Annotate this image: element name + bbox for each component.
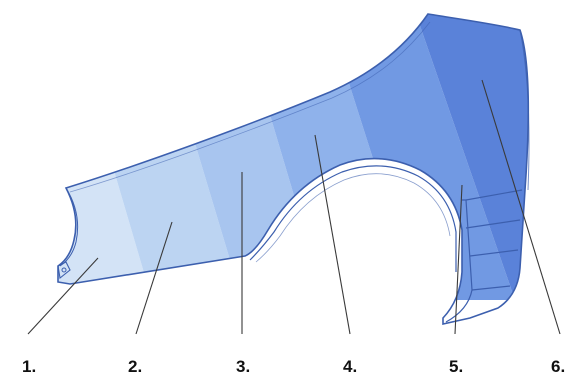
wheel-arch-lip-inner bbox=[255, 173, 451, 263]
callout-leaders bbox=[27, 79, 561, 335]
rear-flange-panel bbox=[445, 199, 473, 323]
callout-label-2: 2. bbox=[128, 357, 142, 376]
mount-hole bbox=[61, 267, 67, 273]
callout-label-1: 1. bbox=[22, 357, 36, 376]
fender-segment-6 bbox=[418, 14, 529, 324]
callout-label-5: 5. bbox=[449, 357, 463, 376]
fender-segment-5 bbox=[340, 20, 515, 300]
callout-label-3: 3. bbox=[236, 357, 250, 376]
leader-line-1 bbox=[27, 257, 99, 335]
callout-labels: 1. 2. 3. 4. 5. 6. bbox=[22, 357, 565, 376]
wheel-arch-lip bbox=[249, 165, 457, 272]
callout-label-6: 6. bbox=[551, 357, 565, 376]
fender-color-bands bbox=[58, 14, 529, 324]
leader-line-2 bbox=[135, 221, 173, 335]
rear-edge bbox=[519, 29, 530, 191]
rear-flange bbox=[465, 189, 523, 291]
front-edge bbox=[59, 187, 79, 267]
leader-line-5 bbox=[454, 184, 463, 335]
leader-line-6 bbox=[481, 79, 561, 335]
fender-outline bbox=[57, 13, 530, 325]
fender-top-ridge bbox=[69, 21, 431, 193]
leader-line-4 bbox=[314, 134, 351, 335]
callout-label-4: 4. bbox=[343, 357, 357, 376]
